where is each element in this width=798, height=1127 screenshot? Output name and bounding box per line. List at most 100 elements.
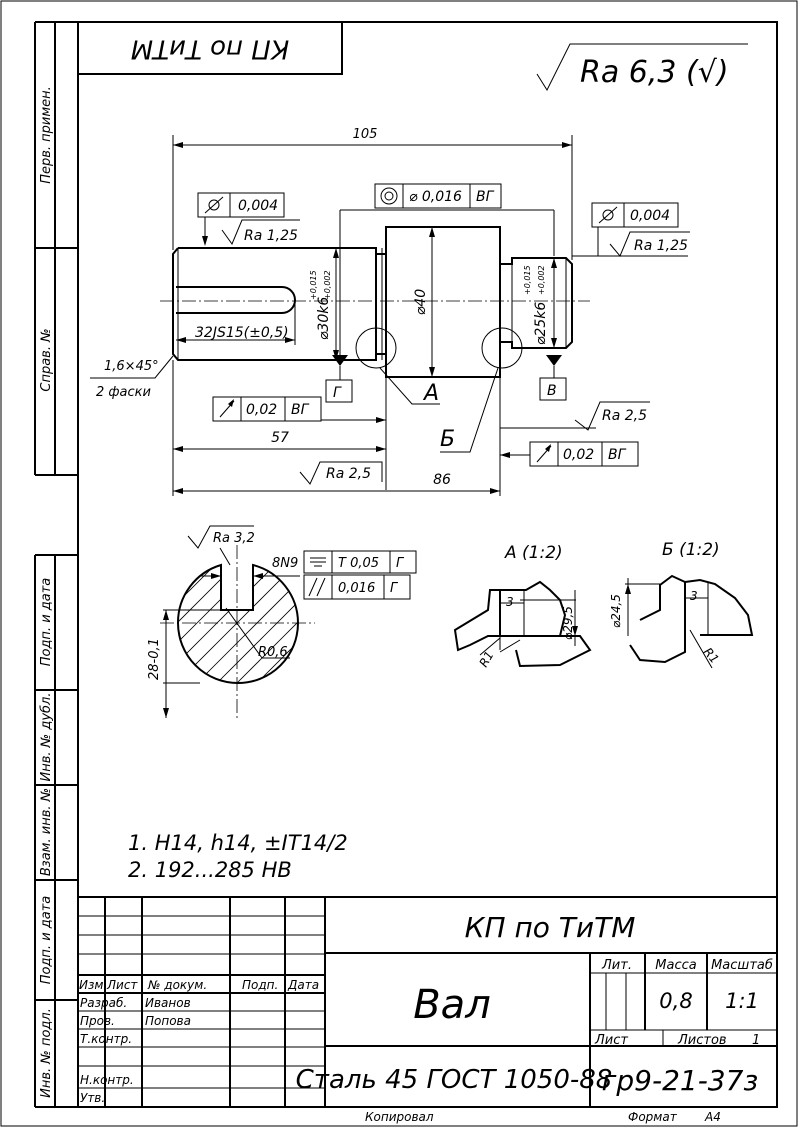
- label-podp-data-1: Подп. и дата: [39, 578, 54, 667]
- roughness-key-symbol: [187, 525, 254, 549]
- chamfer-leader: [90, 355, 174, 379]
- datum-g: [325, 246, 353, 403]
- roughness-right: Ra 1,25: [634, 238, 688, 254]
- dim-dia40: ⌀40: [413, 289, 429, 315]
- tb-sheet-label: Лист: [594, 1033, 628, 1048]
- tb-copied: Копировал: [365, 1110, 434, 1124]
- runout-right-frame: [572, 202, 688, 257]
- dim-dia25: ⌀25k6: [533, 302, 549, 345]
- section-par-value: 0,016: [338, 581, 375, 596]
- roughness-left: Ra 1,25: [244, 228, 298, 244]
- datum-v-label: В: [547, 383, 557, 399]
- dim-86-line: [173, 377, 501, 496]
- roughness-left-symbol: [221, 219, 300, 246]
- tb-format-value: А4: [704, 1110, 721, 1124]
- label-inv-podl: Инв. № подл.: [39, 1008, 54, 1098]
- tb-sheets-label: Листов: [677, 1033, 727, 1048]
- tb-sheets-count: 1: [752, 1033, 760, 1048]
- label-sprav-no: Справ. №: [39, 328, 54, 391]
- callout-b: Б: [440, 427, 455, 452]
- top-stamp-text: КП по ТиТМ: [131, 34, 290, 64]
- tb-scale-label: Масштаб: [711, 958, 773, 973]
- tb-doc-title: КП по ТиТМ: [465, 911, 636, 944]
- dim-chamfer: 1,6×45°: [104, 359, 159, 374]
- section-key-width: 8N9: [272, 556, 298, 571]
- tb-head-docum: № докум.: [147, 978, 207, 992]
- concentric-frame: [339, 183, 555, 256]
- tb-designation: гр9-21-37з: [602, 1064, 759, 1097]
- dim-keyway: 32JS15(±0,5): [195, 325, 289, 341]
- section-sym-frame: [303, 550, 417, 600]
- label-perv-primen: Перв. примен.: [39, 86, 54, 184]
- dim-dia30: ⌀30k6: [316, 297, 332, 340]
- face-runout-right-base: ВГ: [608, 447, 627, 463]
- roughness-right-symbol: [609, 231, 690, 257]
- section-sym-value: Т 0,05: [338, 556, 379, 571]
- tb-scale-value: 1:1: [725, 989, 759, 1013]
- dim-86: 86: [433, 472, 451, 488]
- detail-b-dia: ⌀24,5: [609, 594, 623, 628]
- detail-a-title: А (1:2): [504, 543, 563, 563]
- detail-b-drawing: [625, 574, 754, 669]
- callout-a: А: [422, 381, 439, 406]
- tb-format-label: Формат: [628, 1110, 678, 1124]
- dim-57: 57: [271, 430, 289, 446]
- tb-utv: Утв.: [80, 1091, 105, 1105]
- dim-dia30-line: [333, 248, 339, 360]
- concentric-base: ВГ: [476, 189, 495, 205]
- runout-left-frame: [197, 192, 285, 246]
- label-inv-dubl: Инв. № дубл.: [39, 693, 54, 782]
- label-vzam-inv: Взам. инв. №: [39, 788, 54, 876]
- leader-a: [379, 367, 440, 405]
- dim-dia25-tol-up: +0,015: [523, 265, 532, 295]
- section-fillet: R0,6: [258, 645, 288, 660]
- face-runout-left-value: 0,02: [246, 402, 277, 418]
- tb-razrab-name: Иванов: [145, 996, 191, 1010]
- top-stamp-box: [77, 21, 343, 75]
- tb-mass-value: 0,8: [659, 989, 692, 1013]
- tb-tkontr: Т.контр.: [80, 1032, 132, 1046]
- tb-prov: Пров.: [80, 1014, 115, 1028]
- detail-a-dia: ⌀29,5: [561, 606, 575, 640]
- runout-right-value: 0,004: [630, 208, 670, 224]
- dim-dia40-line: [429, 227, 435, 377]
- roughness-key: Ra 3,2: [213, 531, 255, 546]
- face-runout-left-frame: [212, 396, 386, 423]
- section-sym-base: Г: [396, 556, 405, 571]
- detail-circle-a: [355, 327, 397, 369]
- detail-a-drawing: [453, 580, 592, 668]
- general-roughness-symbol: [536, 43, 748, 92]
- tb-lit-label: Лит.: [601, 958, 632, 973]
- dim-dia30-tol-lo: +0,002: [323, 270, 332, 300]
- face-runout-left-base: ВГ: [291, 402, 310, 418]
- dim-dia25-line: [551, 258, 557, 348]
- side-column: [34, 21, 78, 1108]
- dim-chamfer-note: 2 фаски: [96, 385, 151, 400]
- tb-head-podp: Подп.: [242, 978, 278, 992]
- tb-nkontr: Н.контр.: [80, 1073, 134, 1087]
- section-dims: [163, 565, 300, 718]
- concentric-value: ⌀ 0,016: [409, 189, 462, 205]
- roughness-shoulder: Ra 2,5: [602, 408, 647, 424]
- dim-57-line: [172, 360, 387, 496]
- tb-head-data: Дата: [287, 978, 319, 992]
- tb-head-list: Лист: [106, 978, 138, 992]
- detail-b-width: 3: [690, 589, 698, 603]
- tb-mass-label: Масса: [655, 958, 696, 973]
- title-block-grid: [78, 896, 777, 1107]
- tb-prov-name: Попова: [145, 1014, 191, 1028]
- tb-material: Сталь 45 ГОСТ 1050-88: [296, 1065, 613, 1095]
- tb-part-name: Вал: [413, 982, 491, 1028]
- drawing-frame: [77, 21, 778, 1108]
- dim-total-length: [172, 135, 573, 260]
- detail-circle-b: [481, 327, 523, 369]
- dim-dia30-tol-up: +0,015: [309, 270, 318, 300]
- note-2: 2. 192...285 HB: [128, 858, 292, 882]
- note-1: 1. H14, h14, ±IT14/2: [128, 831, 348, 855]
- dim-dia25-tol-lo: +0,002: [537, 265, 546, 295]
- detail-b-radius: R1: [701, 645, 722, 666]
- section-depth: 28-0,1: [147, 638, 162, 680]
- detail-a-radius: R1: [476, 649, 496, 670]
